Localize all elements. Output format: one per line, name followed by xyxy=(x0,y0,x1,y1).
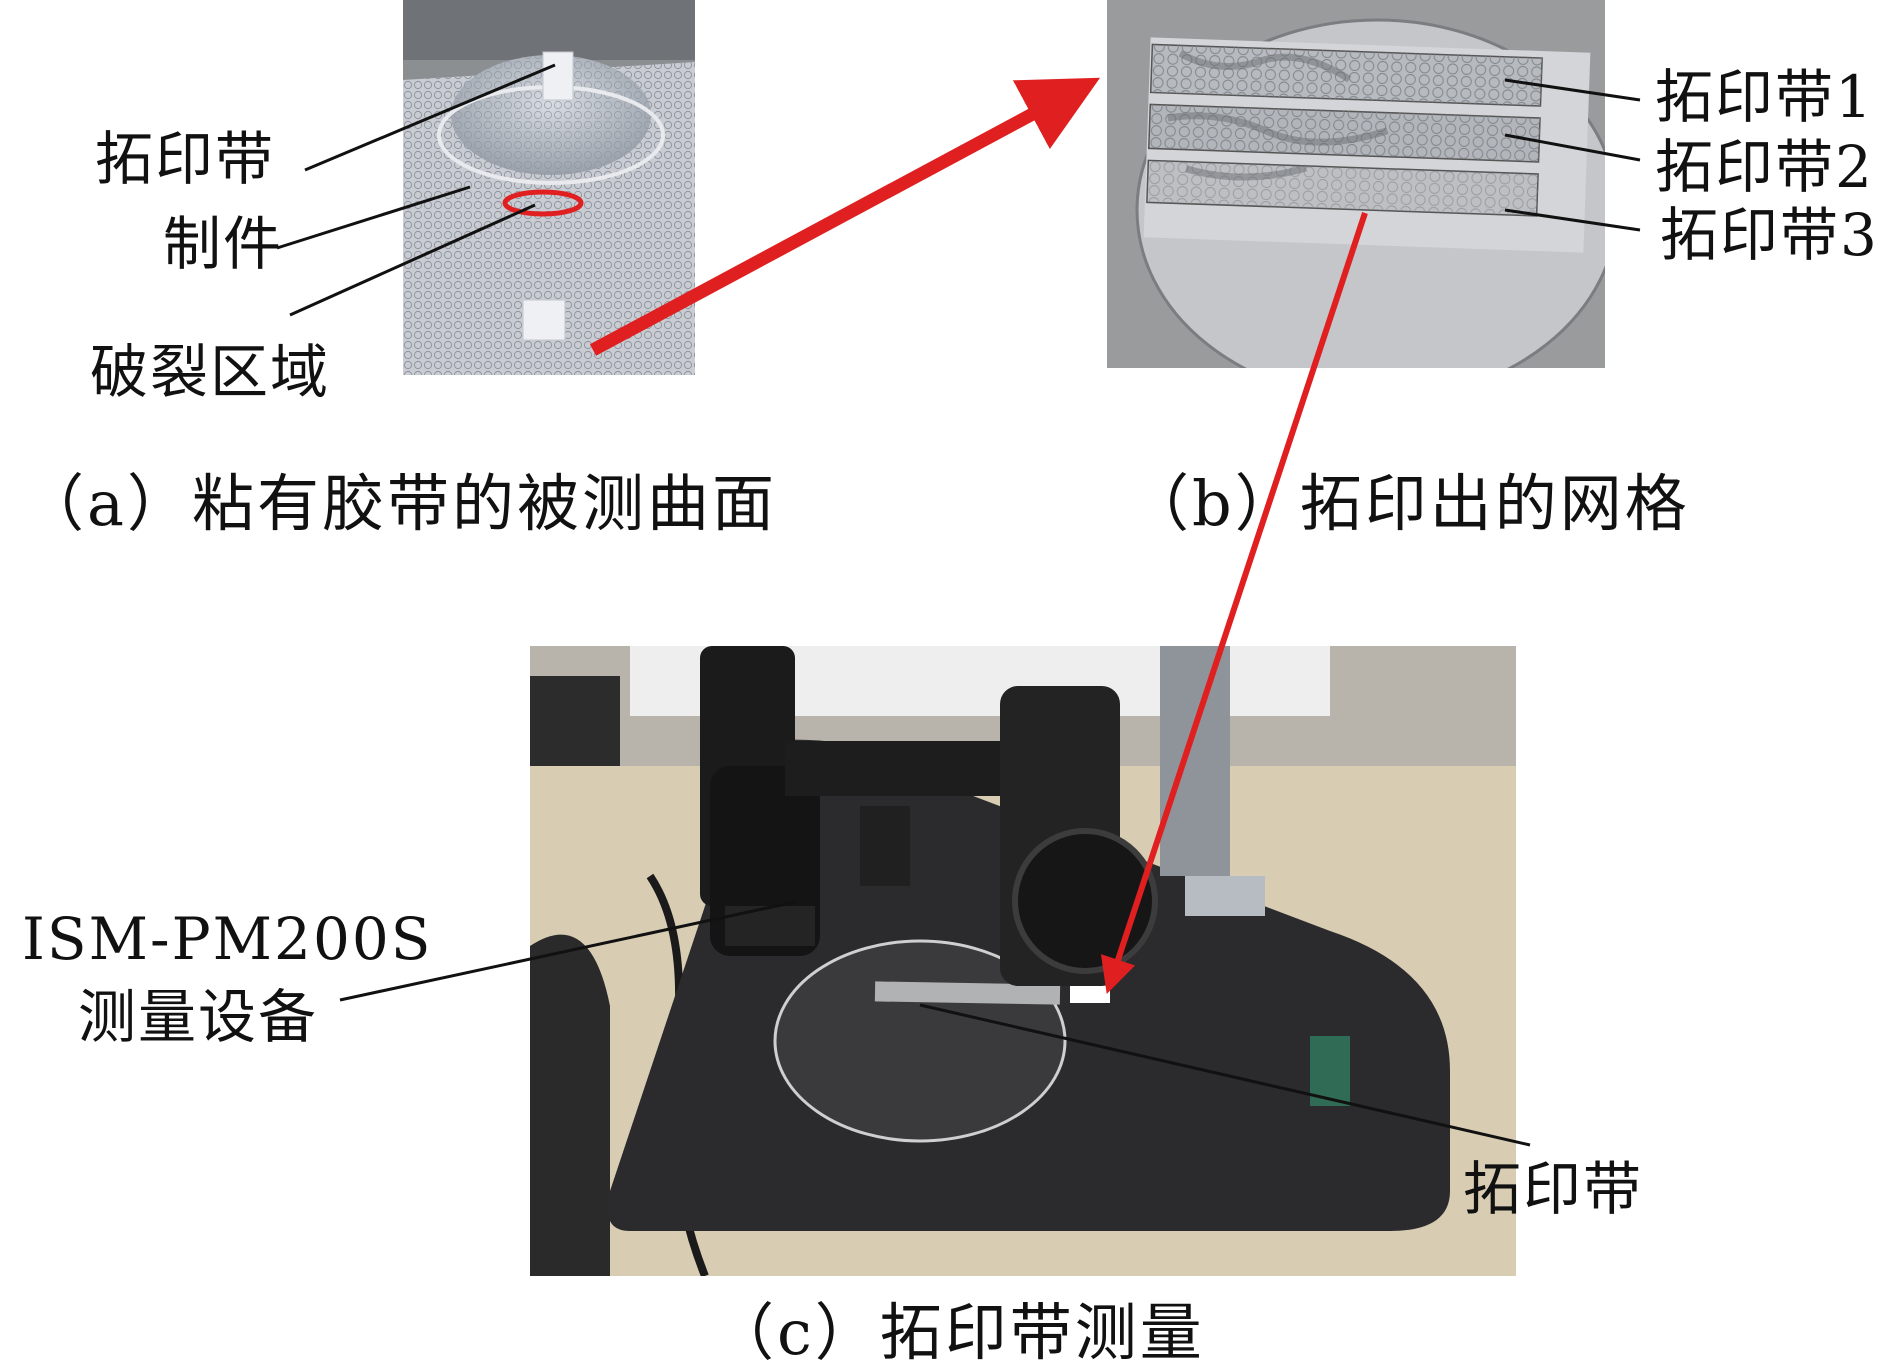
label-b-tape1: 拓印带1 xyxy=(1655,63,1874,131)
leader-b-tape3 xyxy=(1504,208,1641,232)
label-a-tape: 拓印带 xyxy=(95,125,276,193)
caption-a: （a）粘有胶带的被测曲面 xyxy=(22,467,777,540)
caption-c: （c）拓印带测量 xyxy=(712,1296,1205,1369)
label-c-device-name: 测量设备 xyxy=(78,983,319,1051)
label-b-tape2: 拓印带2 xyxy=(1655,133,1874,201)
label-a-part: 制件 xyxy=(163,210,284,278)
arrow-b-to-c xyxy=(1100,212,1368,994)
leader-c-tape xyxy=(919,1003,1531,1147)
photo-a-curved-surface xyxy=(403,0,695,375)
crack-area-circle xyxy=(502,189,584,217)
photo-b-printed-grids xyxy=(1107,0,1605,368)
label-c-tape: 拓印带 xyxy=(1463,1155,1644,1223)
leader-b-tape1 xyxy=(1504,78,1641,102)
leader-a-tape xyxy=(304,63,556,172)
leader-c-device xyxy=(339,900,796,1002)
leader-b-tape2 xyxy=(1504,133,1641,162)
caption-b: （b）拓印出的网格 xyxy=(1127,467,1690,540)
label-c-device-model: ISM-PM200S xyxy=(22,905,433,973)
arrow-a-to-b xyxy=(589,77,1101,356)
label-b-tape3: 拓印带3 xyxy=(1660,201,1879,269)
photo-c-measuring-device xyxy=(530,646,1516,1276)
leader-a-crack xyxy=(289,203,536,317)
label-a-crack-area: 破裂区域 xyxy=(90,338,331,406)
leader-a-part xyxy=(276,185,471,250)
